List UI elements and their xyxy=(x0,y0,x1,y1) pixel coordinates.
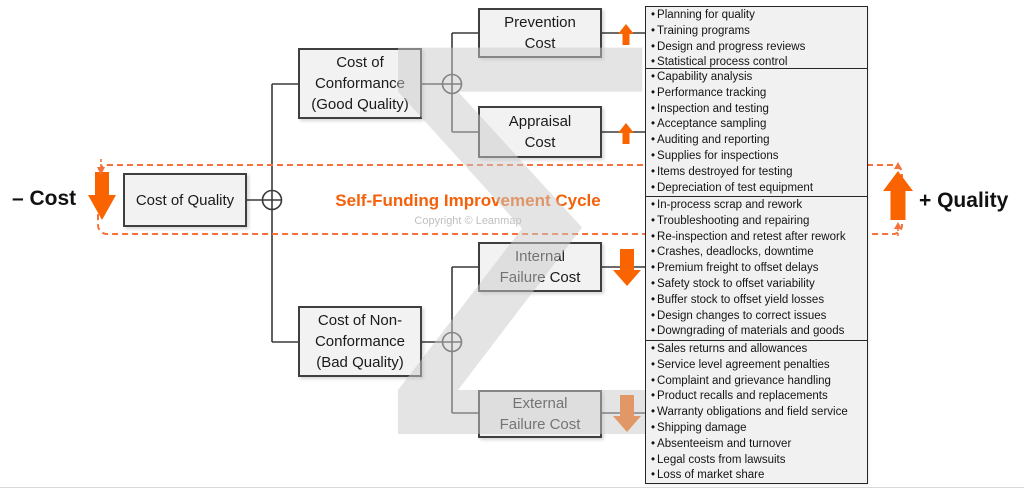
bullet-item: •Design and progress reviews xyxy=(651,40,806,53)
internal-failure-cost-node: Internal Failure Cost xyxy=(478,242,602,292)
quality-up-arrow-icon xyxy=(883,171,913,220)
internal-failure-down-arrow-icon xyxy=(613,249,641,286)
bullet-item: •Design changes to correct issues xyxy=(651,309,827,322)
cycle-top-arrowhead-icon xyxy=(894,162,902,169)
cycle-entry-arrowhead-icon xyxy=(97,167,105,175)
bullet-item: •Legal costs from lawsuits xyxy=(651,453,786,466)
cycle-title: Self-Funding Improvement Cycle xyxy=(335,191,601,210)
internal-failure-cost-list: •In-process scrap and rework •Troubleshoo… xyxy=(645,196,868,341)
quality-label: + Quality xyxy=(919,189,1009,212)
appraisal-cost-node: Appraisal Cost xyxy=(478,106,602,158)
bullet-item: •Downgrading of materials and goods xyxy=(651,325,845,338)
bullet-item: •Performance tracking xyxy=(651,86,767,99)
bullet-item: •Sales returns and allowances xyxy=(651,343,808,355)
bullet-item: •In-process scrap and rework xyxy=(651,199,803,211)
bullet-item: •Crashes, deadlocks, downtime xyxy=(651,246,814,259)
bullet-item: •Safety stock to offset variability xyxy=(651,277,815,290)
bullet-item: •Complaint and grievance handling xyxy=(651,374,831,387)
bullet-item: •Items destroyed for testing xyxy=(651,165,793,178)
bullet-item: •Depreciation of test equipment xyxy=(651,181,814,194)
bullet-item: •Auditing and reporting xyxy=(651,134,770,147)
appraisal-cost-list: •Capability analysis •Performance trackin… xyxy=(645,68,868,197)
bullet-item: •Training programs xyxy=(651,24,750,37)
bullet-item: •Planning for quality xyxy=(651,9,755,21)
external-failure-cost-node: External Failure Cost xyxy=(478,390,602,438)
bullet-item: •Premium freight to offset delays xyxy=(651,262,819,275)
bottom-divider xyxy=(0,487,1024,488)
bullet-item: •Service level agreement penalties xyxy=(651,358,830,371)
prevention-up-arrow-icon xyxy=(618,24,634,45)
cost-label: – Cost xyxy=(12,187,77,210)
cycle-exit-arrowhead-icon xyxy=(894,222,902,229)
bullet-item: •Inspection and testing xyxy=(651,102,769,115)
cost-of-non-conformance-node: Cost of Non- Conformance (Bad Quality) xyxy=(298,306,422,377)
prevention-cost-node: Prevention Cost xyxy=(478,8,602,58)
bullet-item: •Warranty obligations and field service xyxy=(651,406,848,419)
bullet-item: •Absenteeism and turnover xyxy=(651,437,792,450)
bullet-item: •Capability analysis xyxy=(651,71,753,83)
copyright-text: Copyright © Leanmap xyxy=(414,215,522,227)
external-failure-cost-list: •Sales returns and allowances •Service le… xyxy=(645,340,868,484)
bullet-item: •Acceptance sampling xyxy=(651,118,767,131)
external-failure-down-arrow-icon xyxy=(613,395,641,432)
bullet-item: •Product recalls and replacements xyxy=(651,390,828,403)
cost-of-conformance-node: Cost of Conformance (Good Quality) xyxy=(298,48,422,119)
bullet-item: •Troubleshooting and repairing xyxy=(651,214,810,227)
prevention-cost-list: •Planning for quality •Training programs •… xyxy=(645,6,868,69)
bullet-item: •Shipping damage xyxy=(651,421,747,434)
bullet-item: •Loss of market share xyxy=(651,469,765,482)
cost-of-quality-node: Cost of Quality xyxy=(123,173,247,227)
bullet-item: •Re-inspection and retest after rework xyxy=(651,230,846,243)
cost-down-arrow-icon xyxy=(88,172,116,220)
bullet-item: •Statistical process control xyxy=(651,56,788,69)
plus-connector-crosses xyxy=(262,74,462,352)
appraisal-up-arrow-icon xyxy=(618,123,634,144)
bullet-item: •Supplies for inspections xyxy=(651,149,779,162)
bullet-item: •Buffer stock to offset yield losses xyxy=(651,293,825,306)
